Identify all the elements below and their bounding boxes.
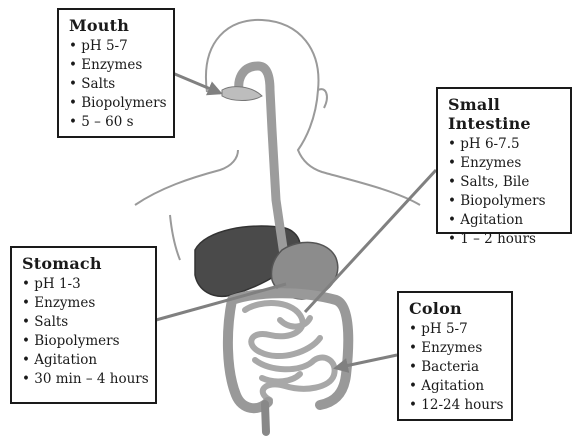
small-intestine-title: Small Intestine [448, 95, 562, 133]
colon-condition-item: Bacteria [409, 358, 503, 377]
mouth-conditions-list: pH 5-7 Enzymes Salts Biopolymers 5 – 60 … [69, 37, 165, 132]
stomach-condition-item: Biopolymers [22, 332, 147, 351]
stomach-title: Stomach [22, 254, 147, 273]
stomach-condition-item: 30 min – 4 hours [22, 370, 147, 389]
small-intestine [245, 303, 335, 400]
mouth-condition-item: Enzymes [69, 56, 165, 75]
stomach-condition-item: pH 1-3 [22, 275, 147, 294]
colon-title: Colon [409, 299, 503, 318]
mouth-condition-item: 5 – 60 s [69, 113, 165, 132]
stomach-condition-item: Agitation [22, 351, 147, 370]
small-intestine-label-box: Small Intestine pH 6-7.5 Enzymes Salts, … [436, 87, 572, 234]
stomach-conditions-list: pH 1-3 Enzymes Salts Biopolymers Agitati… [22, 275, 147, 389]
small-intestine-condition-item: Agitation [448, 211, 562, 230]
mouth-cavity [222, 87, 262, 101]
small-intestine-condition-item: pH 6-7.5 [448, 135, 562, 154]
mouth-title: Mouth [69, 16, 165, 35]
small-intestine-conditions-list: pH 6-7.5 Enzymes Salts, Bile Biopolymers… [448, 135, 562, 249]
colon-condition-item: Agitation [409, 377, 503, 396]
stomach-condition-item: Salts [22, 313, 147, 332]
colon-label-box: Colon pH 5-7 Enzymes Bacteria Agitation … [397, 291, 513, 421]
colon-condition-item: 12-24 hours [409, 396, 503, 415]
rectum [265, 404, 266, 432]
colon-condition-item: pH 5-7 [409, 320, 503, 339]
mouth-condition-item: Biopolymers [69, 94, 165, 113]
colon-conditions-list: pH 5-7 Enzymes Bacteria Agitation 12-24 … [409, 320, 503, 415]
mouth-condition-item: pH 5-7 [69, 37, 165, 56]
mouth-label-box: Mouth pH 5-7 Enzymes Salts Biopolymers 5… [57, 8, 175, 138]
small-intestine-condition-item: Enzymes [448, 154, 562, 173]
stomach-label-box: Stomach pH 1-3 Enzymes Salts Biopolymers… [10, 246, 157, 404]
mouth-pointer-arrow [170, 72, 220, 93]
mouth-condition-item: Salts [69, 75, 165, 94]
small-intestine-condition-item: 1 – 2 hours [448, 230, 562, 249]
small-intestine-condition-item: Salts, Bile [448, 173, 562, 192]
stomach-condition-item: Enzymes [22, 294, 147, 313]
colon-condition-item: Enzymes [409, 339, 503, 358]
small-intestine-condition-item: Biopolymers [448, 192, 562, 211]
